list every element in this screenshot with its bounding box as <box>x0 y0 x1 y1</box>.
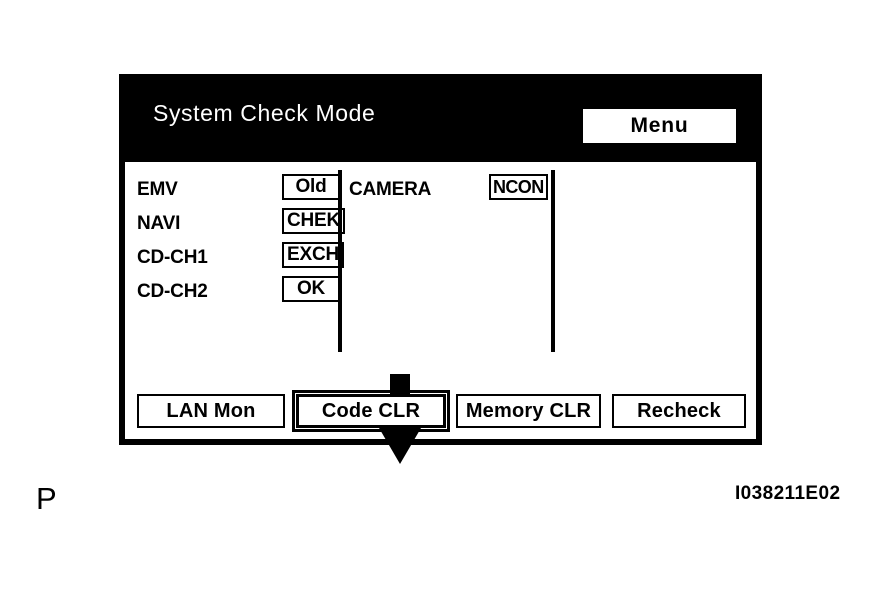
list-item: CD-CH1 EXCH <box>137 242 344 276</box>
lan-mon-button[interactable]: LAN Mon <box>137 394 285 428</box>
status-badge-camera: NCON <box>489 174 548 200</box>
status-badge-cd-ch2: OK <box>282 276 340 302</box>
bottom-button-bar: LAN Mon Code CLR Memory CLR Recheck <box>125 388 756 439</box>
status-badge-emv: Old <box>282 174 340 200</box>
camera-status-group: CAMERA NCON <box>349 174 548 208</box>
column-divider-right <box>551 170 555 352</box>
memory-clr-button[interactable]: Memory CLR <box>456 394 601 428</box>
list-item: NAVI CHEK <box>137 208 346 242</box>
page-title: System Check Mode <box>153 100 376 126</box>
status-label-navi: NAVI <box>137 213 181 234</box>
list-item: EMV Old <box>137 174 342 208</box>
status-label-emv: EMV <box>137 179 178 200</box>
figure-reference-code: I038211E02 <box>735 483 841 504</box>
status-badge-cd-ch1: EXCH <box>282 242 344 268</box>
column-divider-left <box>338 170 342 352</box>
status-badge-navi: CHEK <box>282 208 346 234</box>
status-label-camera: CAMERA <box>349 179 432 200</box>
status-label-cd-ch1: CD-CH1 <box>137 247 208 268</box>
menu-button[interactable]: Menu <box>583 109 736 143</box>
screen-content-area: EMV Old NAVI CHEK CD-CH1 EXCH CD-CH2 OK … <box>125 162 756 464</box>
code-clr-button[interactable]: Code CLR <box>292 390 450 432</box>
screen-header-bar: System Check Mode Menu <box>125 80 756 162</box>
system-check-mode-panel: System Check Mode Menu EMV Old NAVI CHEK… <box>119 74 762 464</box>
figure-step-letter: P <box>36 481 57 516</box>
status-list: EMV Old NAVI CHEK CD-CH1 EXCH CD-CH2 OK <box>137 174 346 310</box>
list-item: CD-CH2 OK <box>137 276 342 310</box>
recheck-button[interactable]: Recheck <box>612 394 746 428</box>
status-label-cd-ch2: CD-CH2 <box>137 281 208 302</box>
